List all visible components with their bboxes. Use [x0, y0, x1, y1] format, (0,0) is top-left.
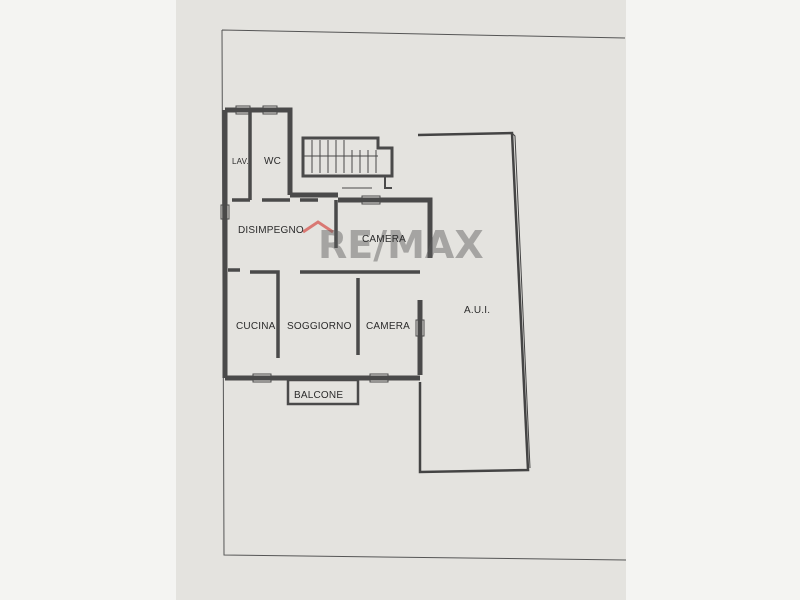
windows — [220, 105, 425, 383]
room-label-disimpegno: DISIMPEGNO — [238, 225, 304, 236]
room-label-soggiorno: SOGGIORNO — [287, 321, 352, 332]
watermark-text: RE/MAX — [318, 223, 484, 267]
room-label-balcone: BALCONE — [294, 390, 343, 401]
paper-sheet — [176, 0, 626, 600]
room-label-wc: WC — [264, 156, 281, 167]
interior-walls — [228, 112, 420, 358]
room-label-camera-top: CAMERA — [362, 234, 406, 245]
room-label-cucina: CUCINA — [236, 321, 276, 332]
balcony-outline — [286, 378, 360, 406]
remax-watermark: RE/MAX — [302, 220, 484, 267]
aui-area-outline — [417, 131, 530, 474]
balloon-logo-mark — [302, 220, 334, 234]
room-label-aui: A.U.I. — [464, 305, 490, 316]
room-label-camera-bottom: CAMERA — [366, 321, 410, 332]
staircase — [301, 136, 394, 189]
aui-area-inner-edge — [511, 132, 531, 469]
room-label-lav: LAV. — [232, 157, 249, 166]
